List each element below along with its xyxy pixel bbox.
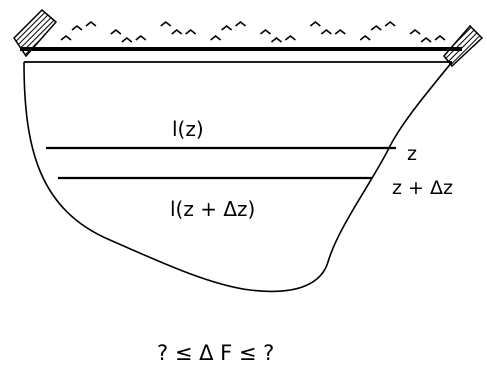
wave-mark [160,20,172,27]
wave-mark [135,34,147,41]
wave-mark [210,34,222,41]
label-width-at-z-plus-dz: l(z + Δz) [170,197,255,221]
label-force-bound: ? ≤ Δ F ≤ ? [157,341,274,365]
basin-outline [23,61,453,293]
right-bank-hatch [443,24,484,68]
label-depth-z-plus-dz: z + Δz [392,177,453,199]
wave-mark [85,20,97,27]
wave-mark [334,28,346,35]
wave-mark [221,24,233,31]
wave-mark [434,34,446,41]
wave-mark [270,36,282,43]
wave-mark [370,24,382,31]
wave-mark [259,28,271,35]
wave-mark [320,28,332,35]
wave-mark [171,28,183,35]
label-width-at-z: l(z) [172,117,204,141]
wave-mark [409,28,421,35]
wave-mark [121,36,133,43]
wave-mark [110,28,122,35]
wave-mark [384,20,396,27]
wave-mark [71,24,83,31]
wave-mark [60,34,72,41]
wave-mark [235,20,247,27]
water-surface-waves [60,20,446,43]
wave-mark [185,28,197,35]
wave-mark [420,36,432,43]
wave-mark [309,20,321,27]
wave-mark [359,34,371,41]
wave-mark [284,34,296,41]
label-depth-z: z [407,143,417,165]
